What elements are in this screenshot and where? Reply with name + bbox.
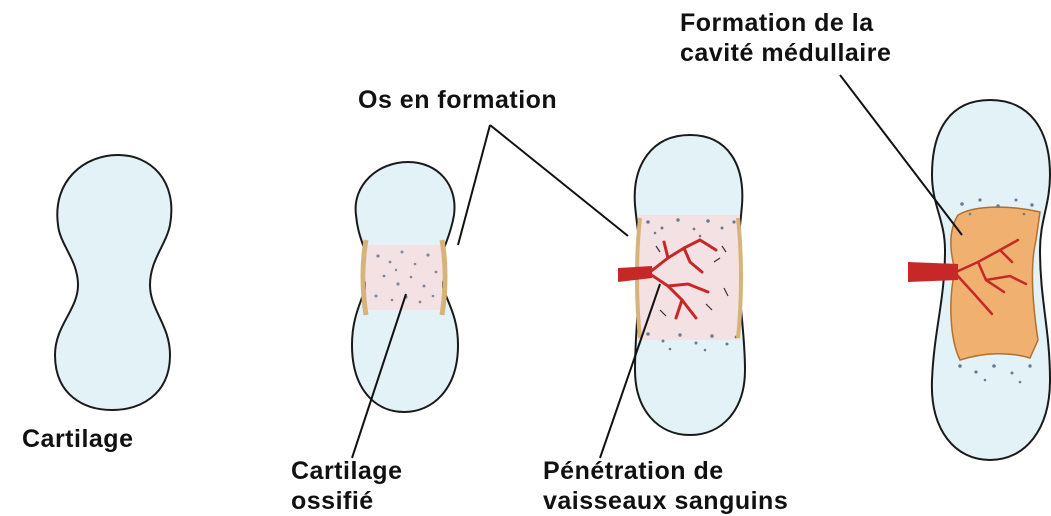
stage-medullary-cavity bbox=[908, 100, 1050, 460]
bone-collar-right bbox=[442, 240, 445, 315]
label-vessels-line1: Pénétration de bbox=[543, 456, 788, 486]
label-medullary-cavity: Formation de la cavité médullaire bbox=[680, 8, 891, 68]
label-cartilage: Cartilage bbox=[22, 424, 133, 454]
label-medullary-line2: cavité médullaire bbox=[680, 38, 891, 68]
label-vessel-penetration: Pénétration de vaisseaux sanguins bbox=[543, 456, 788, 516]
bone-collar-left bbox=[363, 240, 366, 315]
stage-cartilage bbox=[55, 155, 171, 410]
leader-os-to-stage2 bbox=[458, 125, 490, 245]
stage-ossified-cartilage bbox=[352, 162, 458, 412]
label-vessels-line2: vaisseaux sanguins bbox=[543, 486, 788, 516]
label-os-en-formation: Os en formation bbox=[358, 85, 557, 115]
cartilage-model bbox=[55, 155, 171, 410]
medullary-blood-vessel-trunk bbox=[908, 262, 958, 282]
label-ossified-line1: Cartilage bbox=[291, 456, 402, 486]
label-ossified-cartilage: Cartilage ossifié bbox=[291, 456, 402, 516]
label-ossified-line2: ossifié bbox=[291, 486, 402, 516]
leader-os-to-stage3 bbox=[490, 125, 628, 236]
label-medullary-line1: Formation de la bbox=[680, 8, 891, 38]
stage-vessel-penetration bbox=[618, 135, 745, 435]
